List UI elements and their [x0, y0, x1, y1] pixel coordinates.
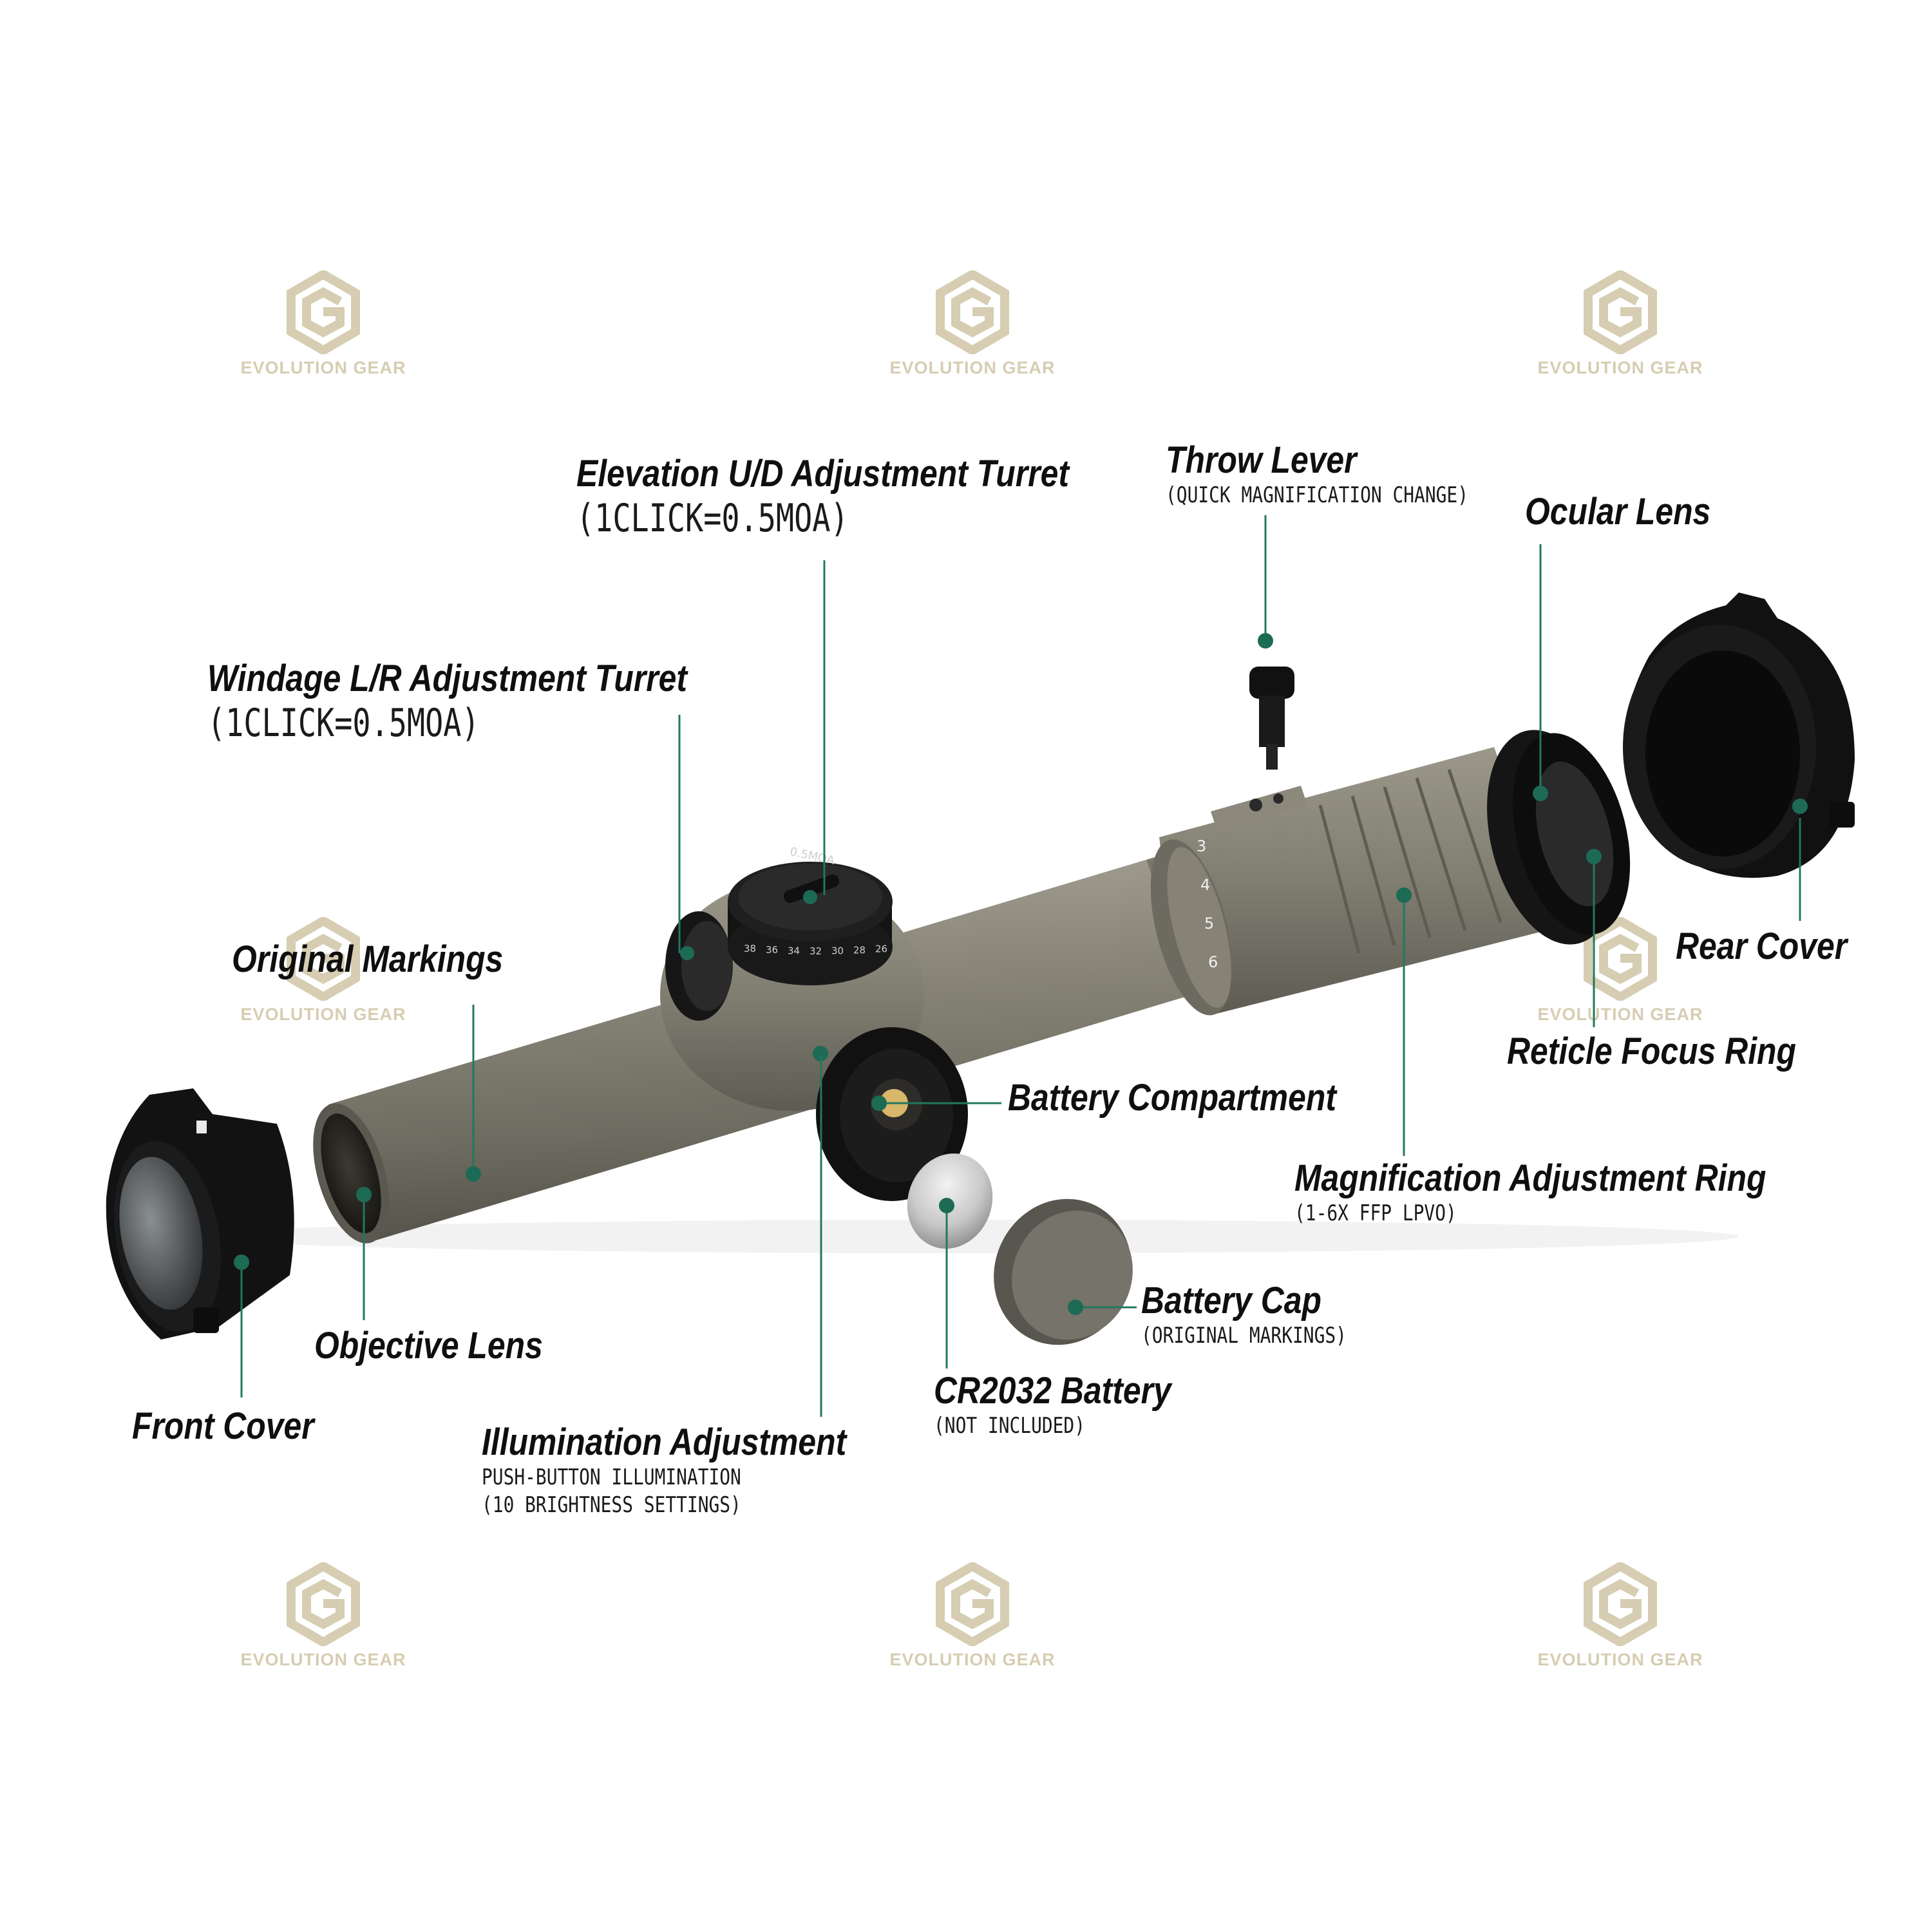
evolution-gear-logo-icon: [1584, 1562, 1657, 1646]
evolution-gear-logo-icon: [287, 917, 360, 1001]
dot-battery-cap: [1068, 1300, 1083, 1315]
dot-ocular-lens: [1533, 786, 1548, 801]
magnification-scale-number: 3: [1197, 837, 1206, 855]
label-title: Magnification Adjustment Ring: [1294, 1157, 1766, 1199]
dot-front-cover: [234, 1255, 249, 1270]
turret-scale-number: 30: [831, 945, 844, 957]
label-title: Objective Lens: [314, 1325, 543, 1367]
label-subtitle: PUSH-BUTTON ILLUMINATION: [482, 1464, 741, 1490]
watermark: EVOLUTION GEAR: [233, 1562, 413, 1670]
label-title: Battery Compartment: [1008, 1077, 1336, 1119]
magnification-scale-number: 6: [1208, 953, 1218, 971]
label-title: Throw Lever: [1166, 439, 1357, 481]
turret-scale: 38 36 34 32 30 28 26: [744, 943, 887, 957]
magnification-scale-number: 4: [1200, 876, 1210, 894]
front-cover: [106, 1088, 294, 1340]
label-title: Front Cover: [132, 1405, 314, 1447]
label-title: Reticle Focus Ring: [1507, 1030, 1797, 1072]
label-windage-turret: Windage L/R Adjustment Turret (1CLICK=0.…: [207, 659, 765, 746]
label-subtitle: (1CLICK=0.5MOA): [207, 700, 480, 746]
turret-scale-number: 38: [744, 943, 756, 954]
illumination-turret: [813, 1027, 968, 1201]
label-battery-cap: Battery Cap (ORIGINAL MARKINGS): [1141, 1280, 1392, 1349]
label-rear-cover: Rear Cover: [1676, 927, 1875, 967]
dot-magnification: [1396, 887, 1412, 903]
evolution-gear-logo-icon: [1584, 270, 1657, 354]
turret-scale-number: 32: [810, 945, 822, 957]
label-title: Rear Cover: [1676, 925, 1848, 967]
dot-battery-compartment: [871, 1095, 887, 1111]
dot-original-markings: [466, 1166, 481, 1182]
watermark: EVOLUTION GEAR: [1530, 1562, 1710, 1670]
watermark: EVOLUTION GEAR: [882, 270, 1063, 378]
label-elevation-turret: Elevation U/D Adjustment Turret (1CLICK=…: [576, 453, 1149, 541]
objective-lens-end: [313, 1103, 389, 1244]
dot-reticle-focus: [1586, 849, 1602, 864]
windage-turret: [665, 911, 733, 1021]
leader-lines: [234, 515, 1808, 1417]
watermark-text: EVOLUTION GEAR: [1537, 358, 1703, 377]
label-subtitle: (ORIGINAL MARKINGS): [1141, 1322, 1347, 1349]
label-title: Original Markings: [232, 938, 504, 980]
label-battery-compartment: Battery Compartment: [1008, 1077, 1390, 1119]
label-subtitle: (QUICK MAGNIFICATION CHANGE): [1166, 482, 1468, 508]
watermark-text: EVOLUTION GEAR: [240, 1650, 406, 1669]
label-subtitle: (1CLICK=0.5MOA): [576, 495, 849, 541]
watermark-text: EVOLUTION GEAR: [889, 358, 1056, 377]
watermark-text: EVOLUTION GEAR: [889, 1650, 1056, 1669]
label-original-markings: Original Markings: [232, 940, 547, 980]
label-magnification-ring: Magnification Adjustment Ring (1-6X FFP …: [1294, 1159, 1843, 1226]
dot-objective-lens: [356, 1187, 372, 1202]
watermark: EVOLUTION GEAR: [233, 270, 413, 378]
watermark: EVOLUTION GEAR: [882, 1562, 1063, 1670]
label-throw-lever: Throw Lever (QUICK MAGNIFICATION CHANGE): [1166, 439, 1535, 508]
label-subtitle: (10 BRIGHTNESS SETTINGS): [482, 1492, 741, 1518]
evolution-gear-logo-icon: [936, 1562, 1009, 1646]
watermark: EVOLUTION GEAR: [233, 917, 413, 1025]
label-title: Illumination Adjustment: [482, 1421, 847, 1463]
magnification-scale: 3 4 5 6: [1197, 837, 1218, 971]
watermark-text: EVOLUTION GEAR: [240, 1005, 406, 1024]
watermark-text: EVOLUTION GEAR: [240, 358, 406, 377]
watermark-text: EVOLUTION GEAR: [1537, 1005, 1703, 1024]
label-cr2032-battery: CR2032 Battery (NOT INCLUDED): [934, 1370, 1210, 1439]
watermark: EVOLUTION GEAR: [1530, 270, 1710, 378]
throw-lever: [1249, 667, 1294, 770]
label-subtitle: (1-6X FFP LPVO): [1294, 1200, 1457, 1226]
label-reticle-focus-ring: Reticle Focus Ring: [1507, 1032, 1843, 1072]
dot-throw-lever: [1258, 633, 1273, 649]
dot-rear-cover: [1792, 799, 1808, 814]
evolution-gear-logo-icon: [936, 270, 1009, 354]
rear-cover: [1623, 592, 1855, 878]
evolution-gear-logo-icon: [1584, 917, 1657, 1001]
turret-scale-number: 26: [875, 943, 887, 955]
label-subtitle: (NOT INCLUDED): [934, 1412, 1085, 1439]
label-objective-lens: Objective Lens: [314, 1325, 580, 1367]
label-title: Elevation U/D Adjustment Turret: [576, 453, 1069, 495]
label-title: CR2032 Battery: [934, 1370, 1171, 1412]
turret-scale-number: 36: [766, 944, 778, 956]
turret-scale-number: 34: [788, 945, 800, 956]
evolution-gear-logo-icon: [287, 1562, 360, 1646]
turret-scale-number: 28: [853, 944, 866, 956]
label-front-cover: Front Cover: [132, 1405, 344, 1447]
watermark-text: EVOLUTION GEAR: [1537, 1650, 1703, 1669]
label-ocular-lens: Ocular Lens: [1525, 491, 1741, 533]
magnification-scale-number: 5: [1204, 914, 1214, 933]
watermark: EVOLUTION GEAR: [1530, 917, 1710, 1025]
label-illumination-adjustment: Illumination Adjustment PUSH-BUTTON ILLU…: [482, 1423, 905, 1518]
label-title: Battery Cap: [1141, 1280, 1321, 1321]
battery-cap: [994, 1198, 1133, 1345]
evolution-gear-logo-icon: [287, 270, 360, 354]
label-title: Windage L/R Adjustment Turret: [207, 658, 688, 699]
dot-cr2032: [939, 1198, 954, 1213]
magnification-body: 3 4 5 6: [1150, 747, 1558, 1016]
label-title: Ocular Lens: [1525, 491, 1711, 533]
